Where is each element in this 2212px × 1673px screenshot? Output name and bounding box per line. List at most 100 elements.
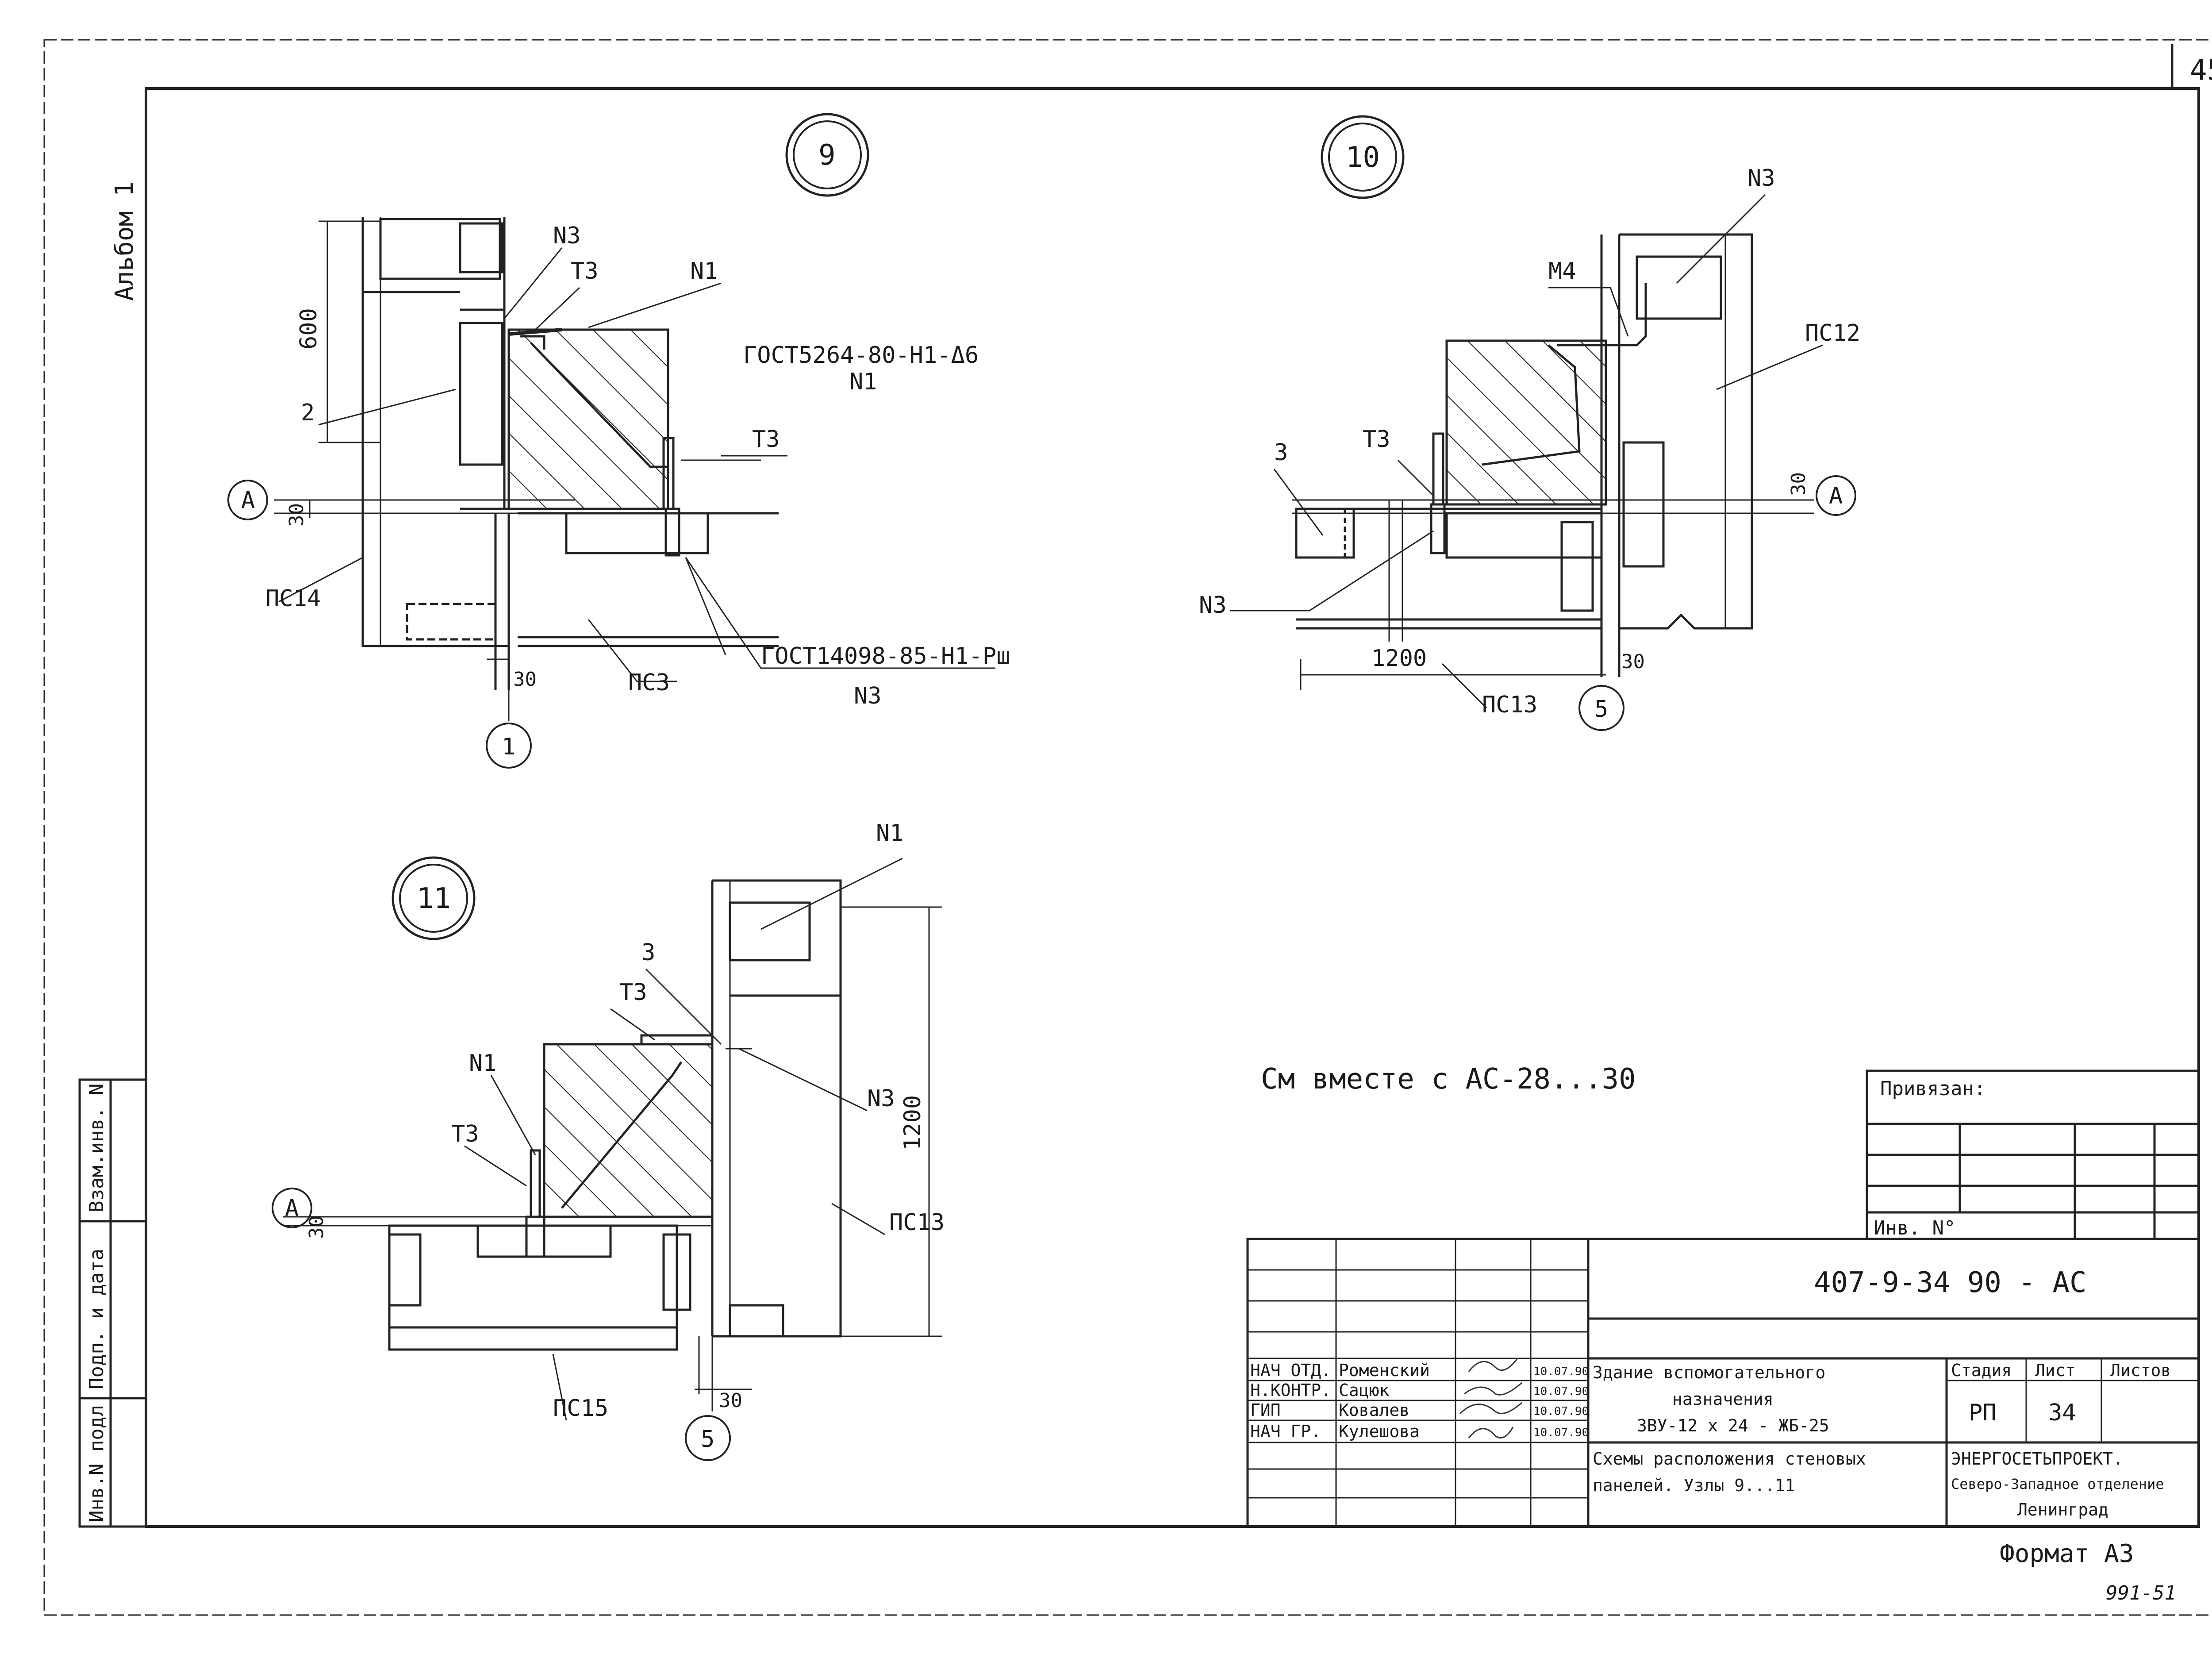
node-11-label-3: 3 [641, 939, 655, 966]
node-9-label-t3b: Т3 [752, 426, 780, 453]
role-4: НАЧ ГР. [1250, 1422, 1321, 1441]
role-2-name: Сацюк [1339, 1381, 1390, 1400]
node-10-label-ps13: ПС13 [1482, 692, 1537, 718]
role-4-name: Кулешова [1339, 1422, 1420, 1441]
node-10-axis-5: 5 [1594, 696, 1608, 723]
panel-ps13 [712, 879, 842, 1338]
role-1: НАЧ ОТД. [1250, 1361, 1331, 1380]
node-11-callout [392, 856, 476, 940]
node-11-axis-a: А [285, 1195, 299, 1222]
node-11-label-n3: N3 [867, 1085, 895, 1112]
signatures [1459, 1358, 1522, 1438]
node-10-slab [1445, 339, 1607, 506]
node-11-label-ps13: ПС13 [889, 1209, 945, 1236]
node-10-label-t3: Т3 [1363, 426, 1390, 453]
node-10-number: 10 [1346, 141, 1380, 174]
sheet-value: 34 [2048, 1400, 2076, 1426]
title-block [1246, 1069, 2200, 1528]
node-9-label-gost2: ГОСТ14098-85-Н1-Рш [761, 643, 1010, 669]
node-9-label-ps14: ПС14 [265, 585, 321, 612]
node-11-label-n1: N1 [469, 1050, 497, 1077]
node-11-dim-1200: 1200 [899, 1095, 926, 1150]
node-11-label-t3a: Т3 [619, 979, 647, 1006]
building-title-2: назначения [1672, 1389, 1774, 1409]
node-11-axis-5-bubble [685, 1415, 731, 1461]
node-10-dim-30v: 30 [1787, 472, 1810, 496]
node-10-label-n3: N3 [1199, 592, 1227, 619]
node-10-axis-5-bubble [1578, 685, 1624, 731]
title-doc-code: 407-9-34 90 - АС [1814, 1266, 2087, 1299]
role-2-date: 10.07.90 [1533, 1385, 1589, 1398]
node-10-label-n3-top: N3 [1747, 165, 1775, 192]
sheets-header: Листов [2110, 1361, 2171, 1380]
sheet-title-2: панелей. Узлы 9...11 [1593, 1476, 1795, 1495]
cross-reference-note: См вместе с АС-28...30 [1261, 1063, 1636, 1096]
side-stamp-vzam: Взам.инв. N [85, 1084, 108, 1212]
role-3: ГИП [1250, 1400, 1281, 1420]
node-10-label-m4: М4 [1548, 258, 1576, 285]
role-1-name: Роменский [1339, 1361, 1430, 1380]
page-number: 45 [2190, 54, 2212, 87]
node-9-dim-30h: 30 [513, 668, 537, 691]
org-name-1: ЭНЕРГОСЕТЬПРОЕКТ. [1951, 1449, 2123, 1469]
node-11-label-n1-top: N1 [876, 820, 904, 846]
node-11-axis-5: 5 [701, 1426, 714, 1453]
node-9-label-ps3: ПС3 [628, 669, 670, 696]
title-inv-no: Инв. N° [1874, 1217, 1955, 1239]
side-stamp-podp: Подп. и дата [85, 1249, 108, 1389]
node-9-slab [507, 328, 669, 510]
org-name-3: Ленинград [2017, 1500, 2108, 1519]
node-10: 10 [1199, 115, 1860, 731]
stamp-number: 991-51 [2106, 1582, 2176, 1604]
node-11-label-t3b: Т3 [451, 1121, 479, 1147]
node-10-axis-a-bubble [1816, 475, 1856, 516]
node-11-axis-a-bubble [272, 1188, 312, 1228]
side-stamp-inv: Инв.N подл [85, 1405, 108, 1522]
building-title-1: Здание вспомогательного [1593, 1363, 1825, 1382]
node-9-label-gost1: ГОСТ5264-80-Н1-Δ6 [743, 342, 979, 369]
role-4-date: 10.07.90 [1533, 1426, 1589, 1439]
role-3-date: 10.07.90 [1533, 1405, 1589, 1418]
node-9-number: 9 [818, 139, 836, 172]
node-10-dim-1200: 1200 [1371, 645, 1427, 672]
node-9-axis-a: А [241, 487, 255, 514]
sheet-frame [43, 39, 2212, 1616]
node-9-label-n1: N1 [690, 258, 718, 285]
node-9-dim-600: 600 [296, 308, 322, 350]
album-label: Альбом 1 [110, 181, 139, 301]
role-3-name: Ковалев [1339, 1400, 1409, 1420]
node-11: 11 [272, 820, 945, 1461]
node-11-number: 11 [417, 882, 451, 915]
node-11-slab [543, 1043, 714, 1218]
panel-ps12 [1618, 233, 1753, 630]
node-9-label-t3a: Т3 [571, 258, 599, 285]
node-9: 9 [227, 113, 1010, 769]
node-9-dim-30v: 30 [285, 503, 308, 527]
node-11-dim-30h: 30 [719, 1389, 742, 1412]
node-10-dim-30h: 30 [1621, 650, 1645, 673]
side-stamp [78, 1078, 147, 1528]
node-9-axis-1-bubble [486, 723, 532, 769]
org-name-2: Северо-Западное отделение [1951, 1476, 2164, 1492]
building-title-3: ЗВУ-12 х 24 - ЖБ-25 [1637, 1416, 1829, 1435]
node-9-axis-a-bubble [227, 480, 268, 520]
stage-header: Стадия [1951, 1361, 2012, 1380]
format-label: Формат А3 [2000, 1539, 2134, 1568]
node-9-label-gost1-sub: N1 [849, 369, 877, 395]
node-11-label-ps15: ПС15 [553, 1395, 608, 1422]
panel-ps14 [361, 217, 510, 647]
sheet-title-1: Схемы расположения стеновых [1593, 1449, 1866, 1469]
node-11-dim-30v: 30 [305, 1215, 328, 1239]
node-9-label-2: 2 [301, 400, 315, 426]
node-9-axis-1: 1 [502, 734, 515, 760]
sheet-header: Лист [2035, 1361, 2076, 1380]
node-10-callout [1321, 115, 1405, 199]
node-10-axis-a: А [1829, 483, 1843, 509]
node-9-callout [785, 113, 869, 197]
node-10-label-ps12: ПС12 [1805, 320, 1860, 346]
node-9-label-n3: N3 [553, 223, 581, 249]
node-10-label-3: 3 [1274, 439, 1288, 466]
role-1-date: 10.07.90 [1533, 1365, 1589, 1378]
